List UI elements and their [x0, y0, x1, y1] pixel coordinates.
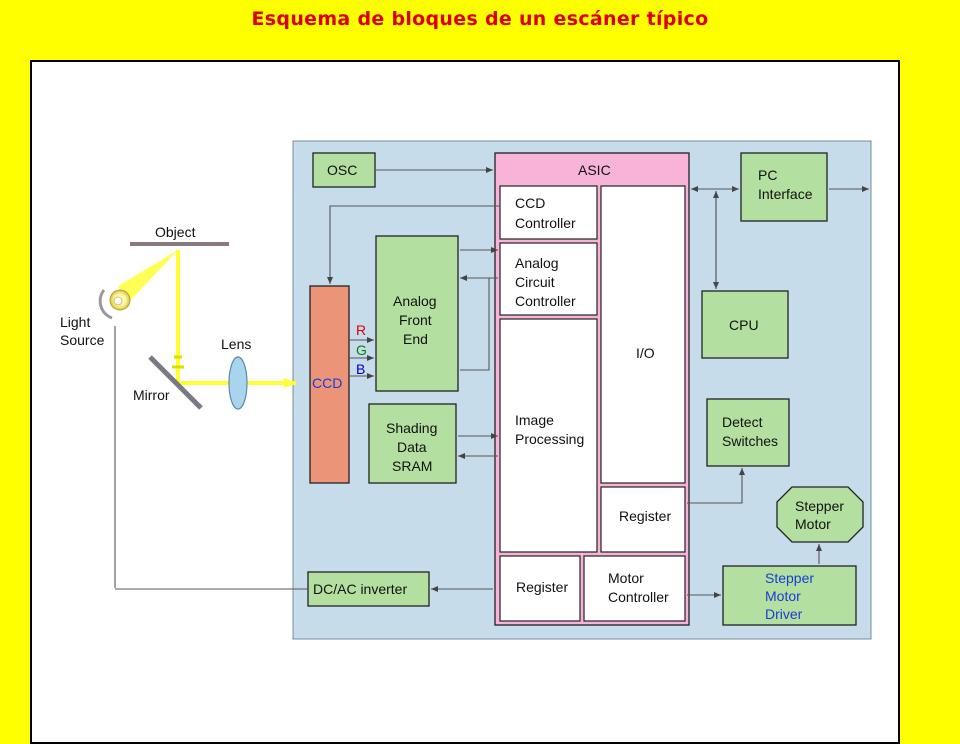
motor-controller-label-line1: Motor [608, 570, 644, 586]
analog-circuit-label-line3: Controller [515, 293, 576, 309]
analog-circuit-controller-block [499, 242, 598, 316]
light-source-icon [98, 289, 131, 320]
image-processing-label-line2: Processing [515, 431, 584, 447]
stepper-motor-driver-block [722, 565, 857, 626]
sram-label-line2: Data [397, 439, 427, 455]
motor-controller-label-line2: Controller [608, 589, 669, 605]
asic-label: ASIC [578, 162, 611, 178]
stepper-driver-label-line3: Driver [765, 606, 803, 622]
detect-switches-label-line2: Switches [722, 433, 778, 449]
lens-icon [228, 356, 248, 410]
ray-tick-marks [172, 355, 184, 369]
pc-interface-label-line1: PC [758, 167, 777, 183]
register-io-block [600, 486, 686, 553]
afe-label-line2: Front [399, 312, 432, 328]
analog-front-end-block [375, 235, 459, 392]
image-processing-block [499, 318, 598, 553]
page-title: Esquema de bloques de un escáner típico [251, 8, 709, 30]
stepper-motor-label-line2: Motor [795, 516, 831, 532]
stepper-motor-label-line1: Stepper [795, 498, 844, 514]
stepper-driver-label-line2: Motor [765, 588, 801, 604]
ccd-controller-label-line1: CCD [515, 195, 545, 211]
io-label: I/O [636, 345, 655, 361]
analog-circuit-label-line1: Analog [515, 255, 559, 271]
afe-label-line1: Analog [393, 293, 437, 309]
lens-label: Lens [221, 336, 251, 352]
detect-switches-label-line1: Detect [722, 414, 763, 430]
cpu-block [701, 290, 789, 359]
light-source-label-line1: Light [60, 314, 90, 330]
io-block [600, 185, 686, 484]
analog-circuit-label-line2: Circuit [515, 274, 555, 290]
scanner-block-diagram: Object Light Source Mirror Lens OSC ASIC… [60, 140, 872, 640]
motor-controller-block [583, 555, 686, 622]
detect-switches-block [706, 398, 790, 467]
channel-b-label: B [356, 361, 365, 377]
channel-g-label: G [356, 342, 367, 358]
register-bottom-label: Register [516, 579, 568, 595]
channel-r-label: R [356, 322, 366, 338]
afe-label-line3: End [403, 331, 428, 347]
sram-label-line3: SRAM [392, 458, 432, 474]
ccd-controller-block [499, 185, 598, 240]
mirror-label: Mirror [133, 387, 170, 403]
shading-sram-block [368, 403, 457, 484]
mirror-icon [148, 355, 203, 410]
sram-label-line1: Shading [386, 420, 437, 436]
stepper-driver-label-line1: Stepper [765, 570, 814, 586]
stepper-motor-block [776, 486, 864, 543]
light-beam [118, 250, 178, 303]
ccd-sensor-block [309, 285, 350, 484]
osc-block [312, 152, 376, 188]
cpu-label: CPU [729, 317, 759, 333]
light-source-label-line2: Source [60, 332, 105, 348]
ccd-controller-label-line2: Controller [515, 215, 576, 231]
pc-interface-label-line2: Interface [758, 186, 813, 202]
ccd-sensor-label: CCD [312, 375, 342, 391]
osc-label: OSC [327, 162, 357, 178]
register-bottom-block [499, 555, 581, 622]
dcac-inverter-label: DC/AC inverter [313, 581, 407, 597]
image-processing-label-line1: Image [515, 412, 554, 428]
signal-wires [115, 167, 869, 598]
register-io-label: Register [619, 508, 671, 524]
pc-interface-block [740, 152, 828, 222]
object-label: Object [155, 224, 196, 240]
